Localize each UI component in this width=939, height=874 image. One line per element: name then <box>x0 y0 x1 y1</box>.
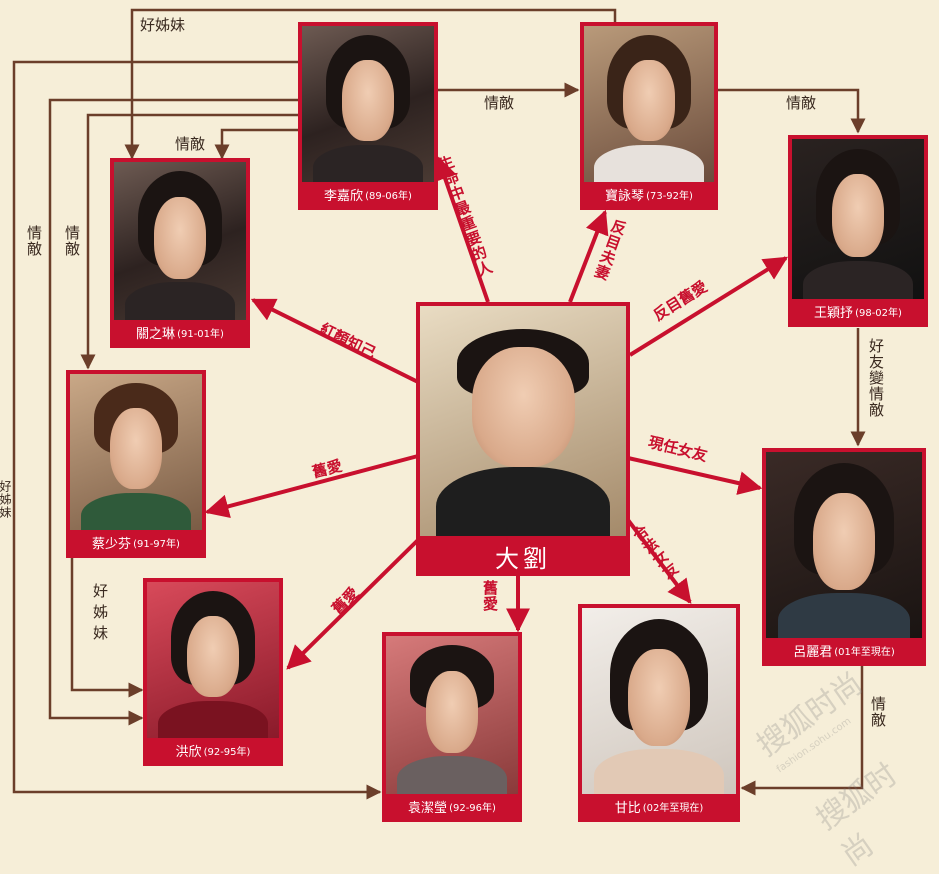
connector-layer <box>12 8 866 800</box>
arrow-to-ganbi <box>626 518 692 604</box>
label-good-sisters-cai-hong: 好姊妹 <box>92 582 109 642</box>
photo-guan-zhilin <box>114 162 246 320</box>
arrow-to-guan <box>250 298 419 384</box>
link-li-guan <box>214 128 300 160</box>
label-rivals-left: 情敵 <box>25 225 43 257</box>
name-lv-lijun: 呂麗君(01年至現在) <box>793 644 895 660</box>
name-wang-yingshu: 王穎抒(98-02年) <box>814 305 902 321</box>
link-li-hong <box>48 98 300 726</box>
photo-gan-bi <box>582 608 736 794</box>
photo-bao-yongqin <box>584 26 714 182</box>
card-lv-lijun: 呂麗君(01年至現在) <box>762 448 926 666</box>
label-good-sisters-left: 好姊妹 <box>0 480 12 519</box>
name-li-jiaxin: 李嘉欣(89-06年) <box>324 188 412 204</box>
relation-yuan: 舊愛 <box>481 580 499 612</box>
card-guan-zhilin: 關之琳(91-01年) <box>110 158 250 348</box>
label-rivals-li-guan: 情敵 <box>175 135 206 153</box>
arrow-to-wang <box>628 256 789 357</box>
card-center: 大劉 <box>416 302 630 576</box>
name-cai-shaofen: 蔡少芬(91-97年) <box>92 536 180 552</box>
photo-yuan-jieying <box>386 636 518 794</box>
card-gan-bi: 甘比(02年至現在) <box>578 604 740 822</box>
relationship-diagram: 李嘉欣(89-06年) 寶詠琴(73-92年) 王穎抒(98-02年) 關之琳(… <box>0 8 928 873</box>
photo-cai-shaofen <box>70 374 202 530</box>
link-bao-wang <box>716 88 866 134</box>
link-sisters-left <box>12 60 382 800</box>
photo-wang-yingshu <box>792 139 924 299</box>
center-arrows <box>204 155 789 670</box>
link-li-cai <box>80 113 300 370</box>
photo-li-jiaxin <box>302 26 434 182</box>
arrow-to-cai <box>204 454 419 519</box>
name-hong-xin: 洪欣(92-95年) <box>175 744 251 760</box>
photo-center <box>420 306 626 536</box>
label-rivals-li-cai: 情敵 <box>63 225 81 257</box>
link-sisters-top <box>124 8 617 160</box>
name-yuan-jieying: 袁潔瑩(92-96年) <box>408 800 496 816</box>
side-links <box>12 8 866 800</box>
card-wang-yingshu: 王穎抒(98-02年) <box>788 135 928 327</box>
arrow-to-li <box>433 155 490 303</box>
card-yuan-jieying: 袁潔瑩(92-96年) <box>382 632 522 822</box>
label-friend-to-rival: 好友變情敵 <box>867 338 885 418</box>
label-rivals-lv-ganbi: 情敵 <box>869 696 887 728</box>
name-gan-bi: 甘比(02年至現在) <box>614 800 704 816</box>
link-cai-hong <box>70 558 144 698</box>
name-guan-zhilin: 關之琳(91-01年) <box>136 326 224 342</box>
photo-hong-xin <box>147 582 279 738</box>
arrow-to-bao <box>568 209 609 303</box>
arrow-to-hong <box>286 538 420 670</box>
card-cai-shaofen: 蔡少芬(91-97年) <box>66 370 206 558</box>
name-center: 大劉 <box>495 544 551 573</box>
card-hong-xin: 洪欣(92-95年) <box>143 578 283 766</box>
photo-lv-lijun <box>766 452 922 638</box>
card-bao-yongqin: 寶詠琴(73-92年) <box>580 22 718 210</box>
label-rivals-bao-wang: 情敵 <box>786 94 817 112</box>
arrow-to-lv <box>627 456 763 495</box>
card-li-jiaxin: 李嘉欣(89-06年) <box>298 22 438 210</box>
link-lv-ganbi <box>740 666 864 796</box>
label-rivals-li-bao: 情敵 <box>484 94 515 112</box>
name-bao-yongqin: 寶詠琴(73-92年) <box>605 188 693 204</box>
label-good-sisters-top: 好姊妹 <box>140 16 186 34</box>
